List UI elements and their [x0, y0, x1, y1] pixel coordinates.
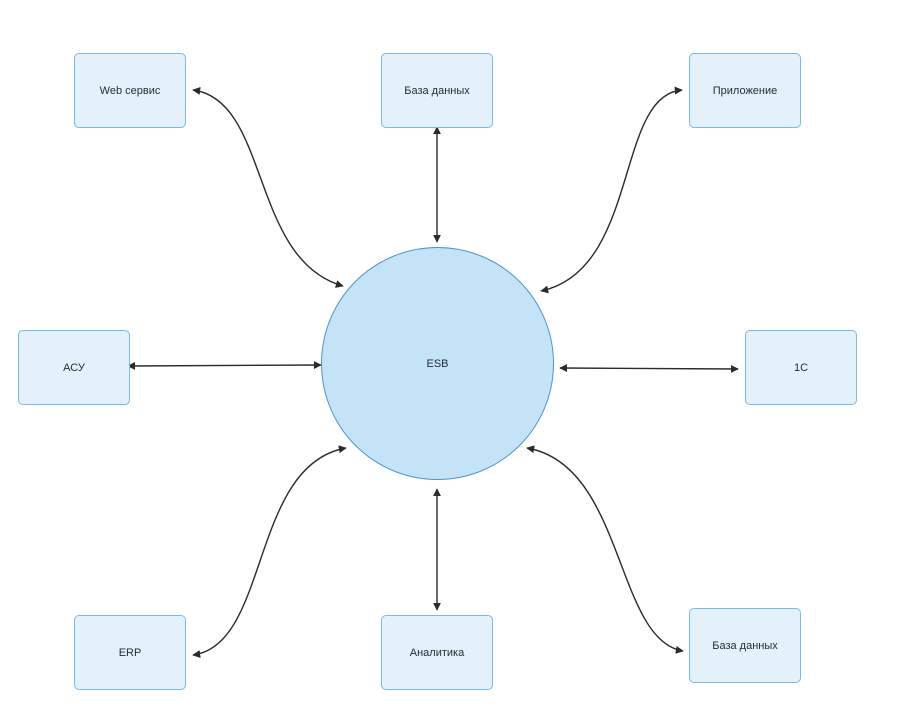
one-c-node[interactable]: 1С	[745, 330, 857, 405]
web-service-node[interactable]: Web сервис	[74, 53, 186, 128]
analytics-node[interactable]: Аналитика	[381, 615, 493, 690]
edge-esb-acu	[127, 361, 322, 370]
esb-hub-node[interactable]: ESB	[321, 247, 554, 480]
database-bottom-label: База данных	[712, 639, 778, 652]
edge-esb-erp	[192, 445, 347, 659]
application-node[interactable]: Приложение	[689, 53, 801, 128]
erp-label: ERP	[118, 646, 142, 659]
erp-node[interactable]: ERP	[74, 615, 186, 690]
edge-esb-web-service	[192, 86, 344, 288]
application-label: Приложение	[712, 84, 778, 97]
acu-node[interactable]: АСУ	[18, 330, 130, 405]
esb-hub-label: ESB	[426, 357, 449, 370]
database-top-node[interactable]: База данных	[381, 53, 493, 128]
edge-esb-application	[540, 86, 683, 294]
web-service-label: Web сервис	[99, 84, 161, 97]
analytics-label: Аналитика	[409, 646, 465, 659]
one-c-label: 1С	[793, 361, 809, 374]
database-top-label: База данных	[404, 84, 470, 97]
edge-esb-1c	[559, 364, 739, 373]
edge-esb-database-bottom	[526, 445, 684, 654]
database-bottom-node[interactable]: База данных	[689, 608, 801, 683]
acu-label: АСУ	[63, 361, 85, 374]
